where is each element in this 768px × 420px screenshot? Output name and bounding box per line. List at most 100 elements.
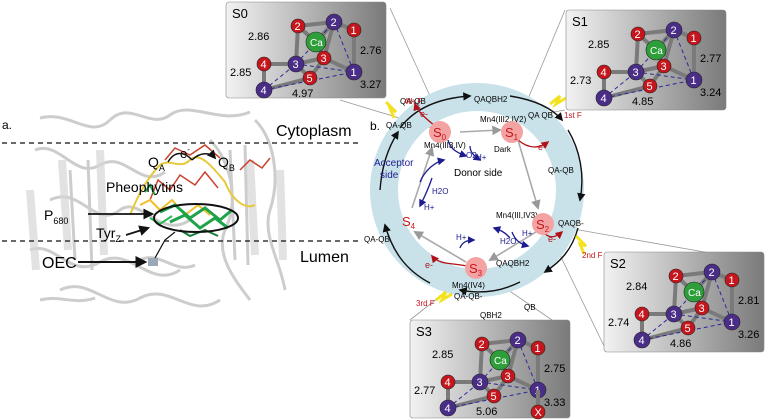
oxygen-atom <box>440 374 456 390</box>
electron-s1: e- <box>538 142 546 152</box>
oxygen-atom-label: 4 <box>639 309 645 321</box>
distance-label: 4.86 <box>670 338 691 350</box>
flash-icon <box>549 94 567 108</box>
manganese-atom <box>509 331 527 349</box>
cluster-title: S2 <box>610 256 626 271</box>
oxygen-atom-label: 5 <box>491 391 497 403</box>
p680-ellipse <box>153 203 239 233</box>
donor-side-label: Donor side <box>454 168 503 179</box>
flash-icon <box>384 100 398 119</box>
q-label: QA-QB <box>364 235 390 244</box>
distance-line <box>673 29 695 81</box>
manganese-atom <box>471 373 489 391</box>
oxygen-atom <box>256 56 272 72</box>
flash-4th-label: 4th F <box>404 97 422 106</box>
flash-3rd-label: 3rd F <box>416 299 435 308</box>
hplus-label-2: H+ <box>424 203 435 212</box>
distance-label: 4.85 <box>632 96 653 108</box>
proton-arrows <box>419 139 530 249</box>
electron-s2: e- <box>548 234 556 244</box>
oxygen-atom-label: 1 <box>351 25 357 37</box>
cluster-title: S1 <box>572 14 588 29</box>
oec-cluster-icon <box>148 258 158 266</box>
oec-link <box>154 231 176 259</box>
state-s3-node <box>465 257 487 279</box>
distance-label: 2.77 <box>414 385 435 397</box>
cytoplasm-label: Cytoplasm <box>276 123 352 140</box>
qa-label: QA <box>148 154 165 173</box>
calcium-atom-label: Ca <box>650 46 663 57</box>
flash-icon <box>435 290 453 304</box>
h2o-label-2: H2O <box>500 237 516 246</box>
q-label: QA QB <box>528 111 553 120</box>
cycle-inner <box>399 112 555 268</box>
qb-label: QB <box>218 154 235 173</box>
manganese-atom <box>255 81 273 99</box>
hplus-label-3: H+ <box>522 229 533 238</box>
oxygen-atom-label: 2 <box>479 339 485 351</box>
manganese-atom-label: 4 <box>445 403 451 415</box>
electron-s3: e- <box>425 260 433 270</box>
oxygen-atom-label: 3 <box>505 371 511 383</box>
helix-bundle <box>26 149 287 271</box>
manganese-atom <box>325 13 343 31</box>
state-s1-node <box>501 121 523 143</box>
mn-s3-label: Mn4(IV4) <box>452 281 485 290</box>
panel-a: a. Cytoplasm Lumen <box>2 108 360 308</box>
calcium-atom <box>683 281 705 303</box>
oxygen-atom-label: 1 <box>729 275 735 287</box>
distance-label: 2.85 <box>588 39 609 51</box>
oxygen-atom <box>630 26 646 42</box>
distance-line <box>479 381 539 391</box>
manganese-atom <box>703 263 721 281</box>
hplus-label-4: H+ <box>456 233 467 242</box>
calcium-atom <box>305 31 327 53</box>
oxygen-atom-x <box>530 404 546 420</box>
oxygen-atom-label: 4 <box>261 59 267 71</box>
lumen-label: Lumen <box>300 249 349 266</box>
pheophytins-label: Pheophytins <box>106 179 183 195</box>
o2-label: O2 <box>466 151 477 160</box>
distance-label: 2.84 <box>626 281 647 293</box>
distance-label: 2.77 <box>700 53 721 65</box>
distance-label: 2.85 <box>432 349 453 361</box>
oxygen-atom-label: 3 <box>661 61 667 73</box>
oxygen-atom-label: 4 <box>445 377 451 389</box>
q-label: QBH2 <box>480 311 502 320</box>
cluster-title: S0 <box>232 6 248 21</box>
manganese-atom <box>287 55 305 73</box>
oxygen-atom-label: 5 <box>685 323 691 335</box>
quinone-labels: QA-QB QAQBH2 QA QB QA-QB QAQB- QBH2 QB Q… <box>364 95 584 320</box>
oxygen-atom <box>302 70 318 86</box>
oxygen-atom-label: 4 <box>601 67 607 79</box>
manganese-atom <box>685 71 703 89</box>
oxygen-atom <box>596 64 612 80</box>
distance-label: 2.75 <box>544 363 565 375</box>
distance-line <box>295 63 355 73</box>
distance-label: 3.24 <box>700 87 721 99</box>
distance-line <box>333 21 355 73</box>
panel-b: b. <box>339 7 751 349</box>
q-label: QA-QB <box>548 166 574 175</box>
manganese-atom <box>665 21 683 39</box>
calcium-atom-label: Ca <box>310 38 323 49</box>
oxygen-atom-label: 1 <box>535 343 541 355</box>
mn-s2-label: Mn4(III,IV3) <box>496 211 538 220</box>
oxygen-atom <box>724 272 740 288</box>
mn-s1-label: Mn4(III2,IV2) <box>480 115 527 124</box>
manganese-atom <box>723 313 741 331</box>
state-nodes: S0 S1 S2 S3 S4 <box>402 121 554 279</box>
calcium-atom-label: Ca <box>688 288 701 299</box>
distance-label: 2.73 <box>570 75 591 87</box>
oxygen-atom <box>686 30 702 46</box>
manganese-atom-label: 3 <box>293 59 299 71</box>
oxygen-atom-label: 3 <box>321 53 327 65</box>
manganese-atom-label: 3 <box>477 377 483 389</box>
q-label: QA-QB <box>386 121 412 130</box>
distance-label: 2.76 <box>360 45 381 57</box>
manganese-atom-label: 4 <box>601 93 607 105</box>
distance-line <box>711 271 733 323</box>
distance-label: 3.33 <box>544 397 565 409</box>
acceptor-side-label-2: side <box>380 170 399 181</box>
